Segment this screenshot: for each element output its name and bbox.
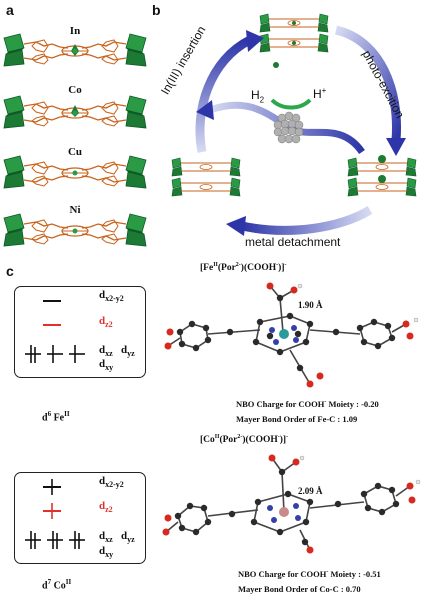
co-orb-dyz: dyz: [121, 530, 135, 545]
co-nbo-charge: NBO Charge for COOH- Moiety : -0.51: [238, 569, 381, 579]
metal-label-co: Co: [68, 84, 82, 96]
metal-label-ni: Ni: [69, 204, 81, 216]
co-dconfig: d7 CoII: [42, 578, 72, 592]
fe-orb-dxz: dxz: [99, 344, 113, 359]
fe-orb-dxy: dxy: [99, 358, 114, 373]
fe-orb-dz2: dz2: [99, 315, 113, 330]
co-bond-length: 2.09 Å: [298, 486, 323, 496]
metal-label-cu: Cu: [67, 146, 83, 158]
panel-b-letter: b: [152, 2, 161, 18]
fe-mayer-bond-order: Mayer Bond Order of Fe-C : 1.09: [236, 414, 358, 424]
fe-dconfig: d6 FeII: [42, 410, 70, 424]
label-hplus: H+: [313, 86, 327, 101]
co-orb-dxy: dxy: [99, 545, 114, 560]
panel-a-structures: [3, 33, 147, 247]
label-h2: H2: [251, 88, 265, 105]
co-mayer-bond-order: Mayer Bond Order of Co-C : 0.70: [238, 584, 361, 594]
metal-label-in: In: [69, 25, 81, 37]
co-orbital-box: [14, 472, 146, 564]
co-molecule: [162, 454, 421, 554]
fe-bond-length: 1.90 Å: [298, 300, 323, 310]
panel-b-cycle: [171, 13, 417, 236]
fe-orb-dx2y2: dx2-y2: [99, 289, 124, 304]
co-orb-dx2y2: dx2-y2: [99, 475, 124, 490]
panel-a-letter: a: [6, 2, 14, 18]
fe-molecule: [164, 282, 419, 388]
fe-nbo-charge: NBO Charge for COOH- Moiety : -0.20: [236, 399, 379, 409]
fe-orbital-diagram: [25, 300, 85, 363]
fe-orb-dyz: dyz: [121, 344, 135, 359]
co-formula: [CoII(Por2-)(COOH-)]-: [200, 434, 289, 446]
panel-c-letter: c: [6, 263, 14, 279]
label-metal-detachment: metal detachment: [245, 235, 341, 249]
fe-orbital-box: [14, 286, 146, 378]
co-orb-dz2: dz2: [99, 500, 113, 515]
fe-formula: [FeII(Por2-)(COOH-)]-: [200, 262, 287, 274]
co-orb-dxz: dxz: [99, 530, 113, 545]
co-orbital-diagram: [25, 479, 85, 549]
